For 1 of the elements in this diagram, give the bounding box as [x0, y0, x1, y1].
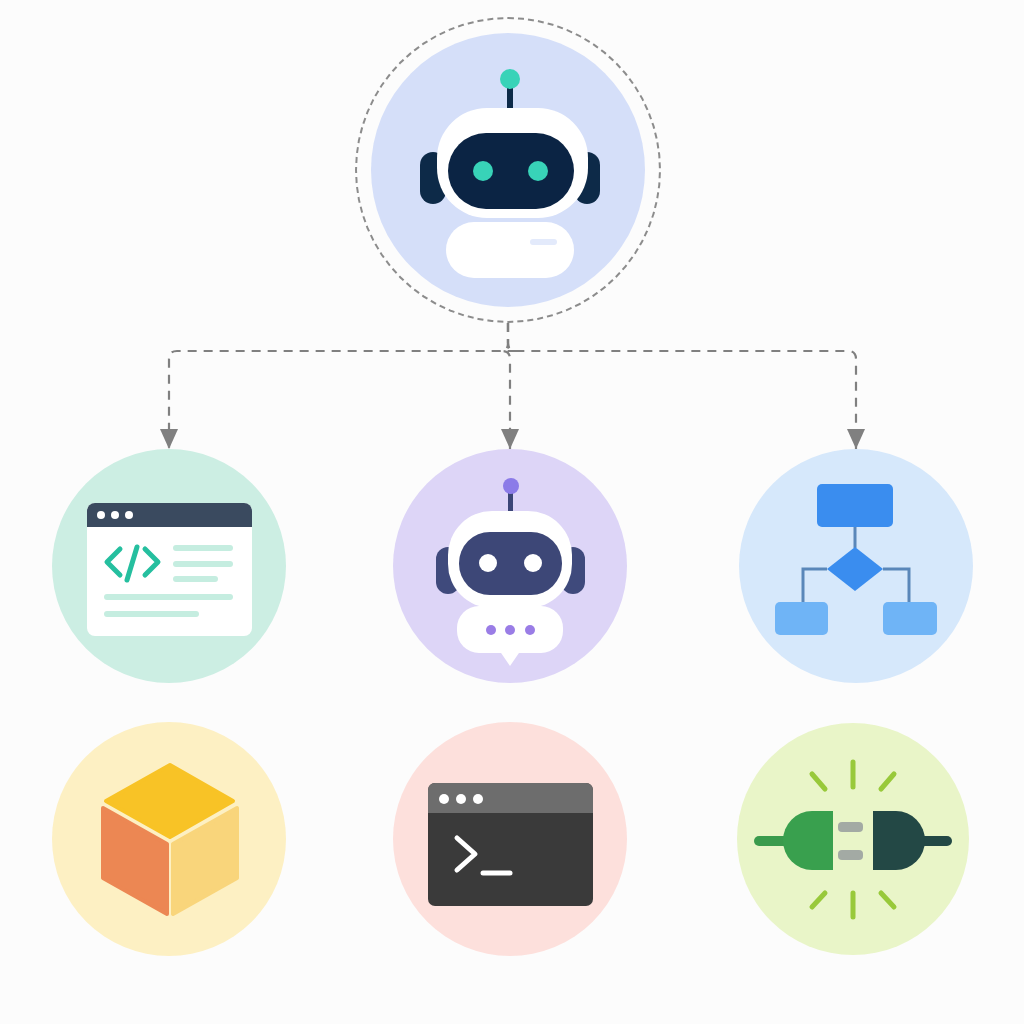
dashed-arrow	[506, 323, 865, 449]
